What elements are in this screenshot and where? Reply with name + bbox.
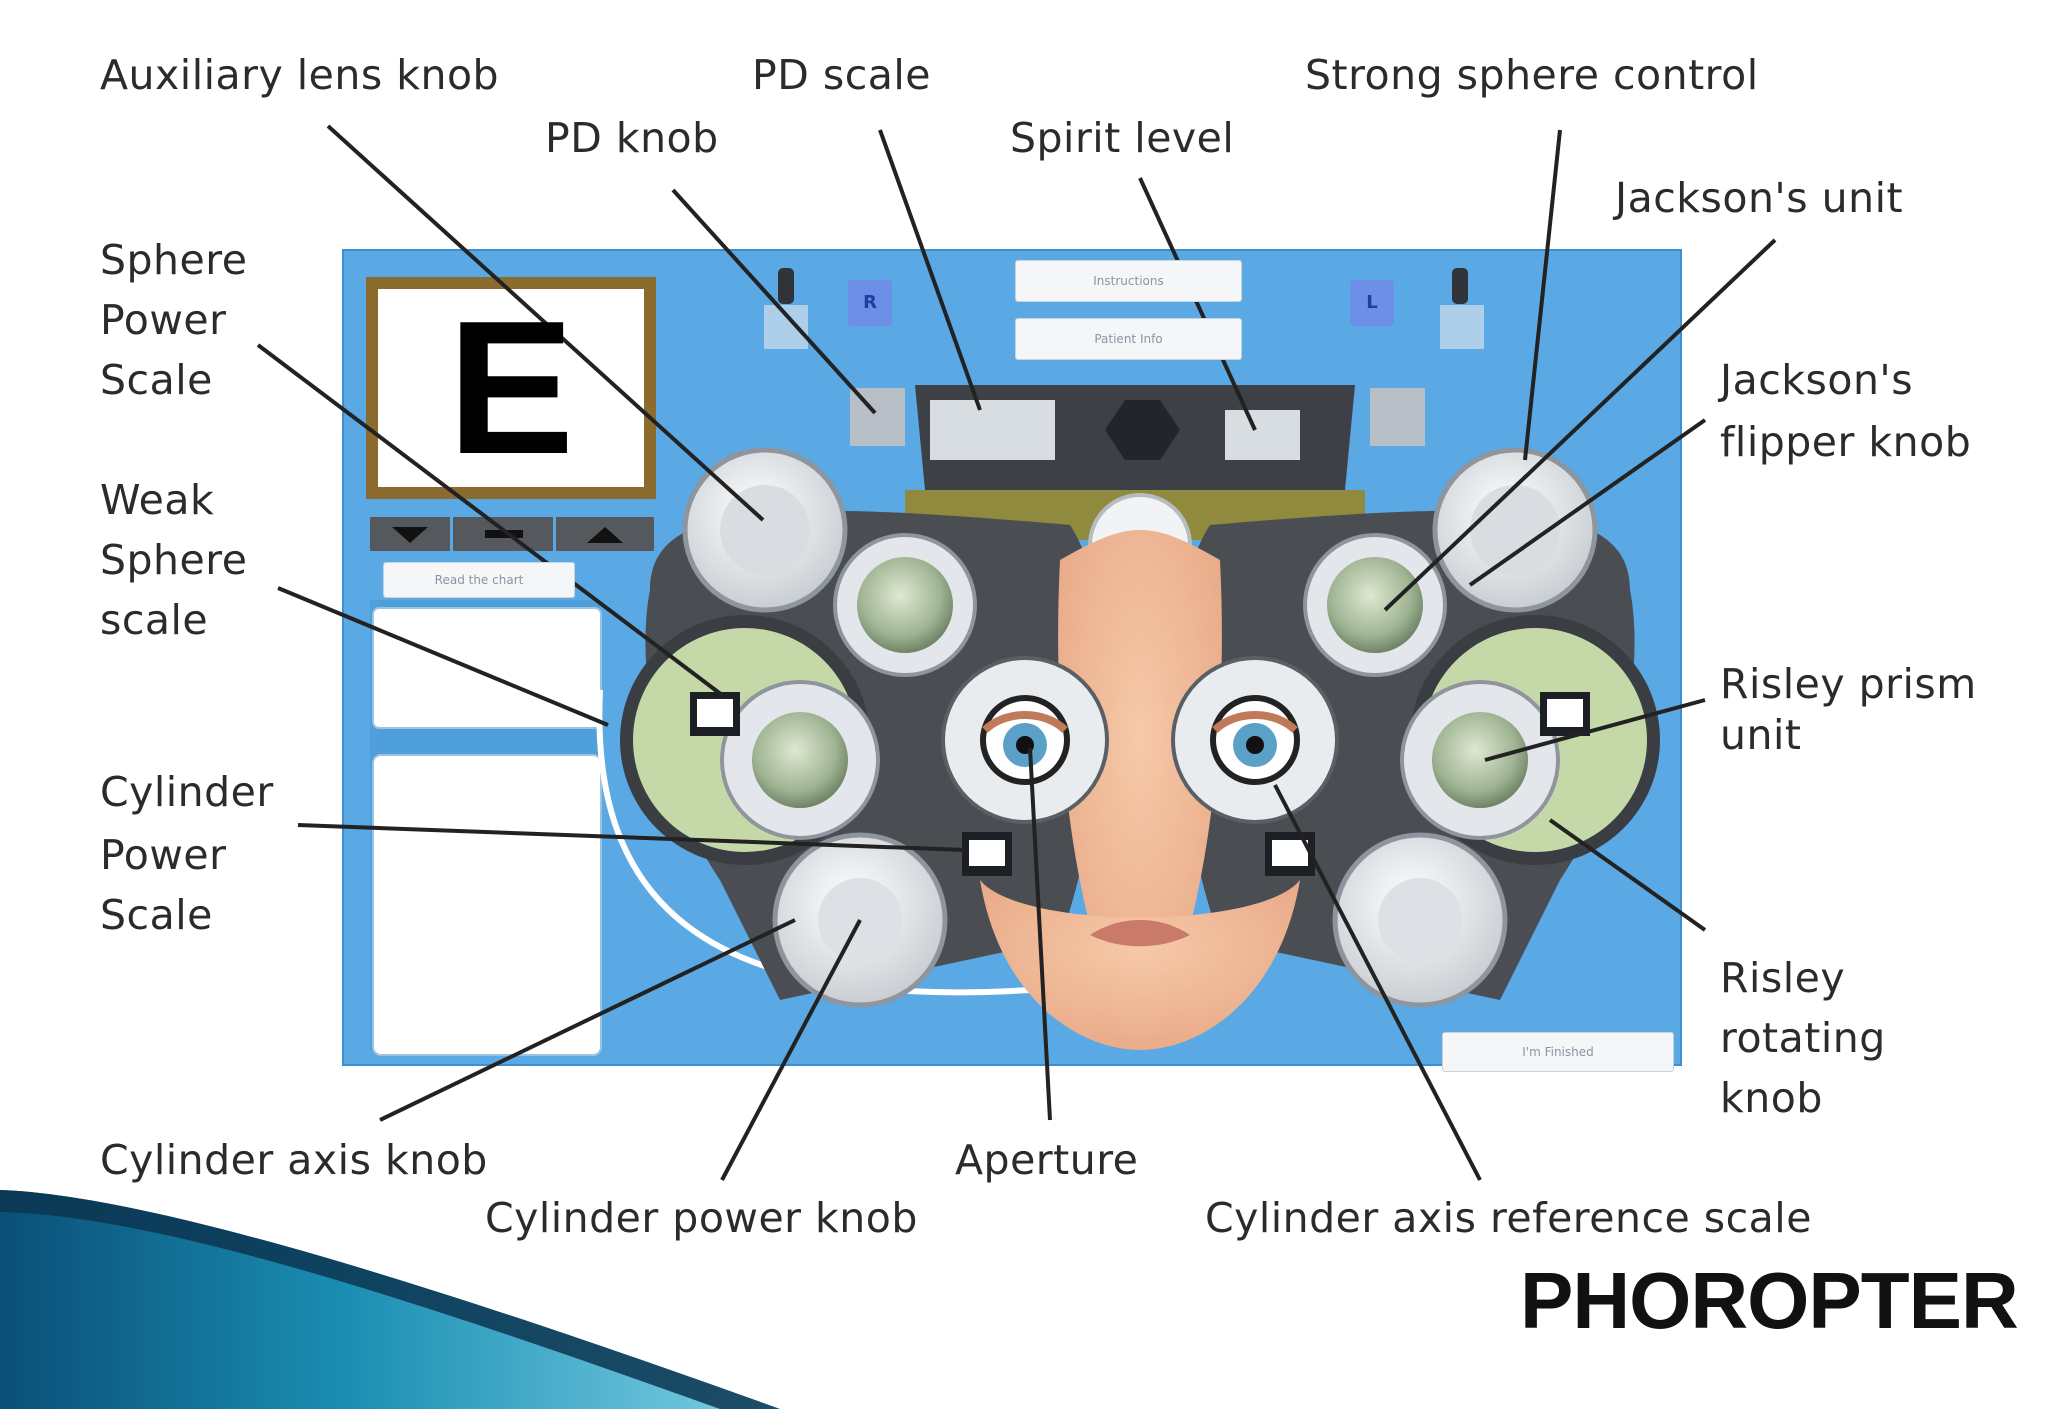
label-pd-scale: PD scale	[752, 51, 931, 99]
label-risley-rotating-knob-1: Risley	[1720, 954, 1846, 1002]
label-risley-rotating-knob-2: rotating	[1720, 1014, 1886, 1062]
read-chart-button[interactable]: Read the chart	[383, 562, 575, 598]
label-aperture: Aperture	[955, 1136, 1139, 1184]
label-cylinder-power-scale-1: Cylinder	[100, 768, 274, 816]
chart-letter: E	[447, 282, 575, 494]
label-cylinder-axis-knob: Cylinder axis knob	[100, 1136, 488, 1184]
label-jacksons-flipper-knob-1: Jackson's	[1720, 356, 1914, 404]
right-eye-badge: R	[863, 292, 877, 313]
label-sphere-power-scale-1: Sphere	[100, 236, 248, 284]
label-cylinder-power-scale-2: Power	[100, 831, 227, 879]
patient-info-button[interactable]: Patient Info	[1015, 318, 1242, 360]
label-risley-rotating-knob-3: knob	[1720, 1074, 1823, 1122]
label-strong-sphere-control: Strong sphere control	[1305, 51, 1759, 99]
patient-face	[980, 530, 1300, 1050]
label-pd-knob: PD knob	[545, 114, 719, 162]
label-risley-prism-unit-2: unit	[1720, 711, 1802, 759]
label-cylinder-power-knob: Cylinder power knob	[485, 1194, 918, 1242]
leader-lines	[256, 124, 1777, 1181]
label-spirit-level: Spirit level	[1010, 114, 1235, 162]
label-cylinder-axis-reference-scale: Cylinder axis reference scale	[1205, 1194, 1812, 1242]
label-risley-prism-unit-1: Risley prism	[1720, 660, 1977, 708]
label-cylinder-power-scale-3: Scale	[100, 891, 213, 939]
decorative-banner	[0, 1190, 780, 1409]
label-weak-sphere-scale-1: Weak	[100, 476, 215, 524]
left-eye-badge: L	[1366, 292, 1378, 313]
label-jacksons-unit: Jackson's unit	[1615, 174, 1904, 222]
knobs-and-lenses	[682, 447, 1598, 1008]
label-weak-sphere-scale-3: scale	[100, 596, 209, 644]
instructions-button[interactable]: Instructions	[1015, 260, 1242, 302]
label-jacksons-flipper-knob-2: flipper knob	[1720, 418, 1972, 466]
label-weak-sphere-scale-2: Sphere	[100, 536, 248, 584]
label-auxiliary-lens-knob: Auxiliary lens knob	[100, 51, 500, 99]
finished-button[interactable]: I'm Finished	[1442, 1032, 1674, 1072]
label-sphere-power-scale-3: Scale	[100, 356, 213, 404]
label-sphere-power-scale-2: Power	[100, 296, 227, 344]
page-title: PHOROPTER	[1520, 1256, 2019, 1345]
